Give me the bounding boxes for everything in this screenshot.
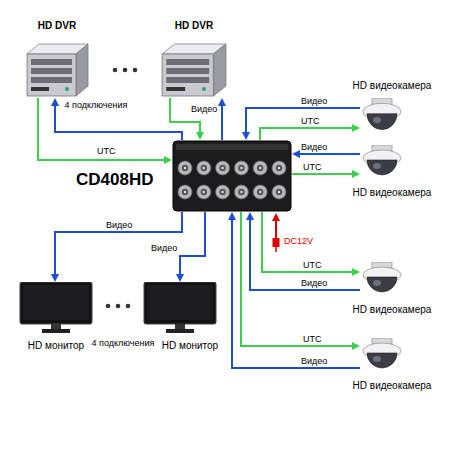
node-label: HD видеокамера xyxy=(353,380,432,392)
arrow-head xyxy=(51,274,59,282)
node-label: HD видеокамера xyxy=(353,80,432,92)
monitor-icon xyxy=(142,282,218,334)
device-icon xyxy=(172,140,292,212)
connector xyxy=(51,212,182,282)
arrow-head xyxy=(176,274,184,282)
connector-line xyxy=(260,128,354,140)
connector xyxy=(246,212,360,290)
camera-node: HD видеокамера xyxy=(335,262,447,318)
connector-line xyxy=(38,98,166,160)
dvr-node: HD DVR xyxy=(18,18,98,100)
arrow-head xyxy=(352,170,360,178)
node-label: HD видеокамера xyxy=(353,304,432,316)
dvr-icon xyxy=(160,40,228,98)
edge-label: UTC xyxy=(96,146,117,156)
camera-icon xyxy=(360,98,404,138)
dvr-icon xyxy=(25,40,90,98)
connector xyxy=(38,98,172,164)
edge-label: UTC xyxy=(302,260,323,270)
connector xyxy=(242,108,360,140)
edge-label: UTC xyxy=(300,116,321,126)
connector xyxy=(241,212,360,350)
node-label: HD монитор xyxy=(28,340,84,352)
cam-shape xyxy=(360,98,404,138)
monitor-node: HD монитор xyxy=(15,282,100,354)
edge-label: Видео xyxy=(300,278,328,288)
note-label: 4 подключения xyxy=(65,100,128,110)
arrow-head xyxy=(242,132,250,140)
arrow-head xyxy=(196,132,204,140)
connector-line xyxy=(250,218,360,290)
monitor-node: HD монитор xyxy=(140,282,240,354)
arrow-head xyxy=(292,150,300,158)
cam-shape xyxy=(360,145,404,183)
edge-label: Видео xyxy=(150,243,178,253)
node-label: HD монитор xyxy=(162,340,218,352)
arrow-head xyxy=(228,212,236,220)
camera-node: HD видеокамера xyxy=(335,145,447,201)
dev-shape xyxy=(172,140,292,212)
node-label: CD408HD xyxy=(76,170,153,190)
note-label: DC12V xyxy=(284,236,313,246)
arrow-head xyxy=(51,98,59,106)
connector xyxy=(228,212,360,368)
arrow-head xyxy=(352,268,360,276)
arrow-head xyxy=(164,156,172,164)
connector-line xyxy=(221,104,223,140)
arrow-head xyxy=(218,98,226,106)
mon-shape xyxy=(142,282,218,334)
edge-label: Видео xyxy=(300,356,328,366)
connector xyxy=(218,98,226,140)
connector-line xyxy=(298,153,360,155)
connector xyxy=(262,212,360,276)
connector xyxy=(176,212,205,282)
connector-line xyxy=(292,173,354,175)
node-label: HD DVR xyxy=(38,20,76,32)
cam-shape xyxy=(360,338,404,376)
edge-label: Видео xyxy=(300,142,328,152)
monitor-icon xyxy=(18,282,94,334)
ellipsis-dots xyxy=(113,68,138,73)
camera-icon xyxy=(360,145,404,183)
dvr-shape xyxy=(25,40,90,98)
connector-line xyxy=(180,212,205,276)
connector xyxy=(260,124,360,140)
edge-label: UTC xyxy=(302,162,323,172)
dvr-node: HD DVR xyxy=(155,18,235,100)
cam-shape xyxy=(360,262,404,300)
arrow-head xyxy=(246,212,254,220)
connector-line xyxy=(55,212,182,276)
connector-line xyxy=(246,108,360,134)
camera-icon xyxy=(360,338,404,376)
edge-label: Видео xyxy=(105,220,133,230)
arrow-head xyxy=(352,342,360,350)
note-label: 4 подключения xyxy=(92,338,155,348)
connector-line xyxy=(262,212,354,272)
ellipsis-dots xyxy=(106,304,131,309)
connector xyxy=(51,98,182,140)
edge-label: Видео xyxy=(190,104,218,114)
edge-label: UTC xyxy=(302,334,323,344)
camera-icon xyxy=(360,262,404,300)
connector-line xyxy=(241,212,354,346)
node-label: HD DVR xyxy=(175,20,213,32)
dvr-shape xyxy=(160,40,228,98)
node-label: HD видеокамера xyxy=(353,187,432,199)
edge-label: Видео xyxy=(300,96,328,106)
power-connector xyxy=(272,213,280,252)
camera-node: HD видеокамера xyxy=(335,78,447,140)
mon-shape xyxy=(18,282,94,334)
arrow-head xyxy=(352,124,360,132)
camera-node: HD видеокамера xyxy=(335,338,447,394)
